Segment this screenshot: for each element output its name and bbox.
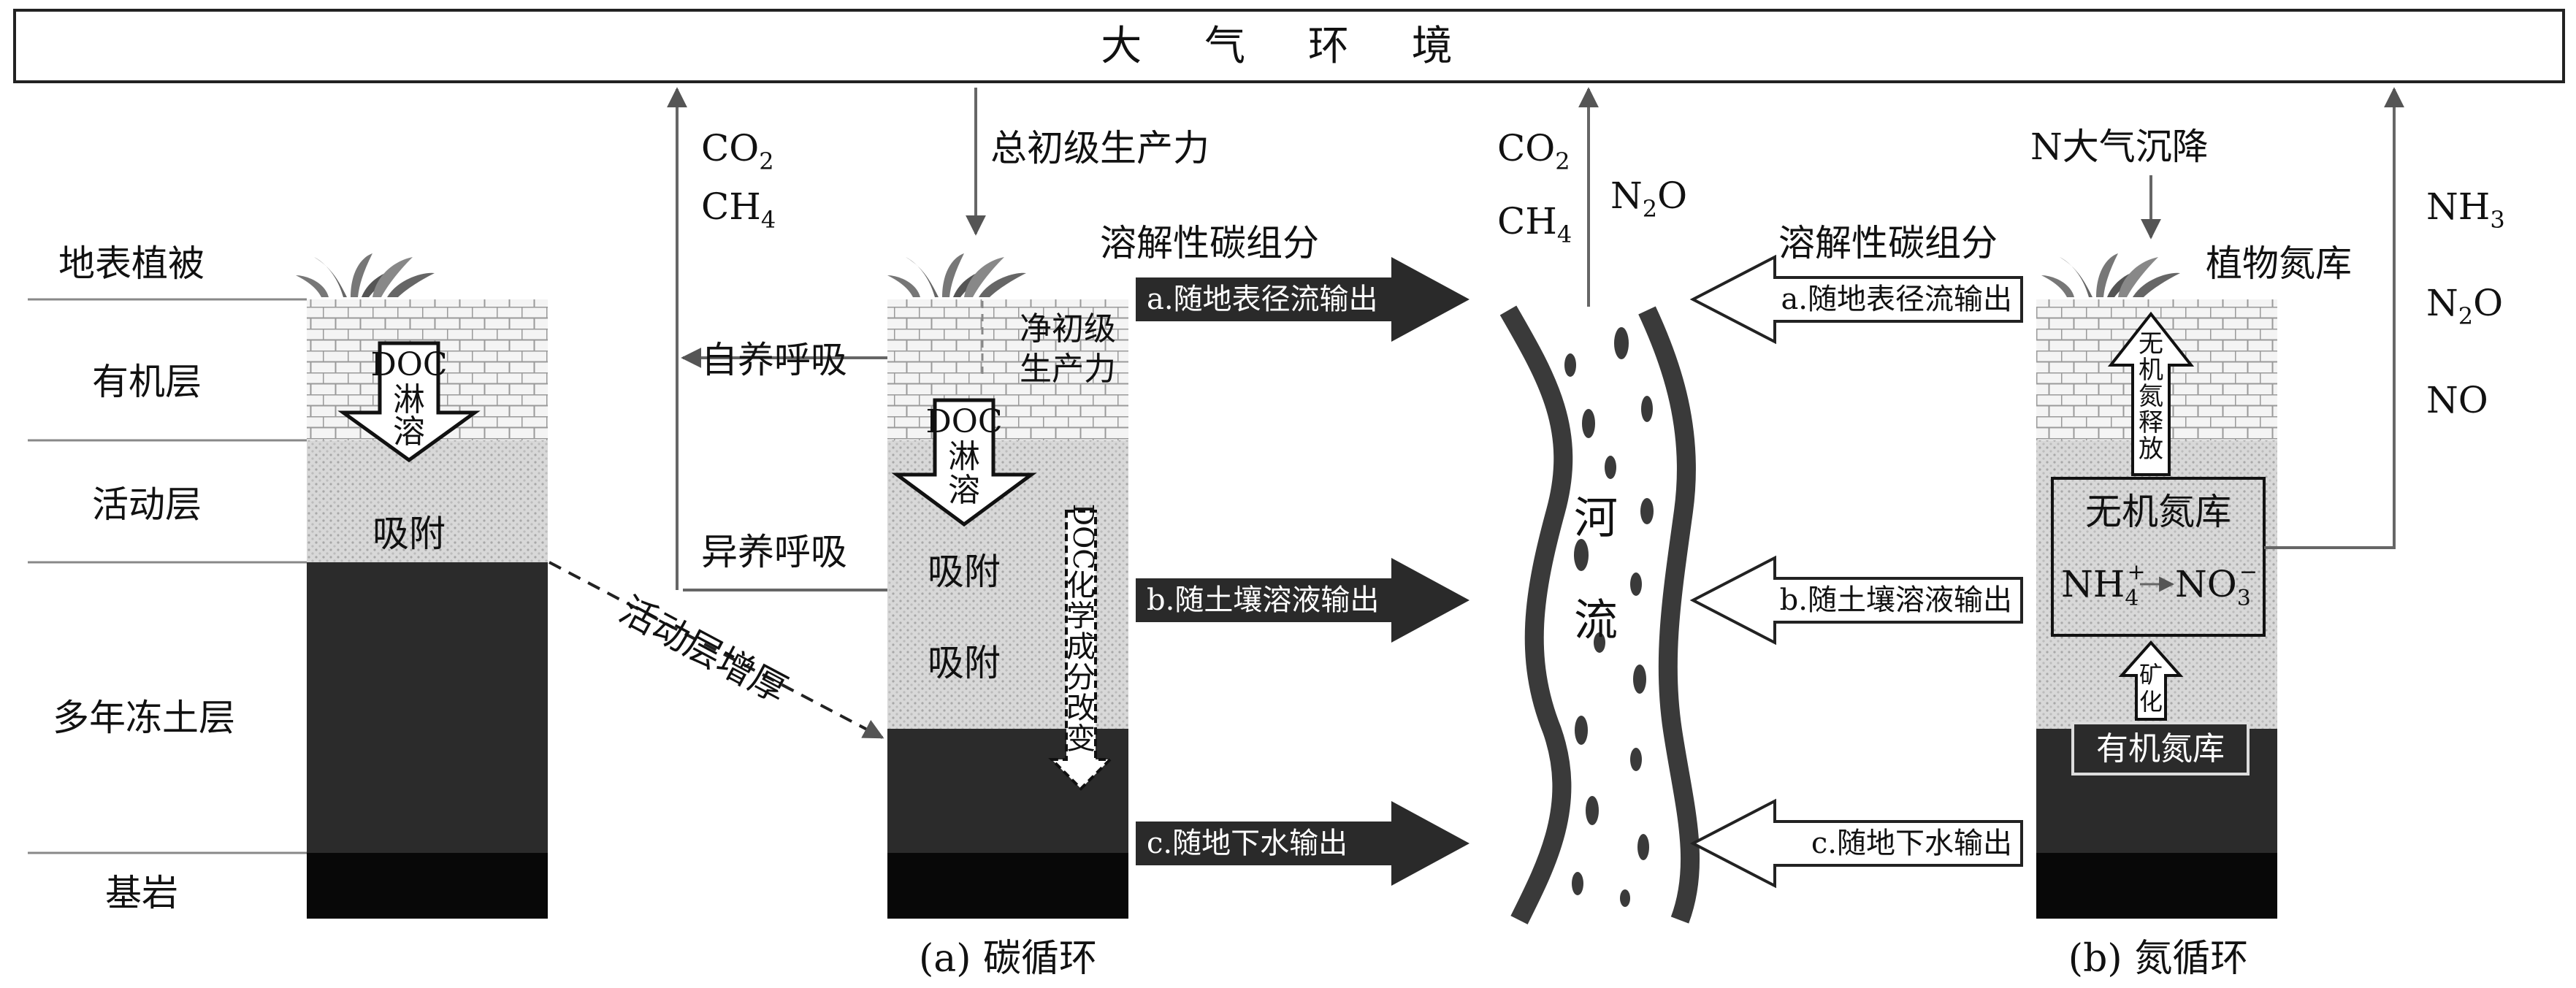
label-bedrock: 基岩 <box>105 872 178 914</box>
svg-text:化: 化 <box>1066 569 1096 602</box>
river-n2o-label: N2O <box>1610 175 1687 223</box>
svg-text:c.随地下水输出: c.随地下水输出 <box>1147 827 1348 860</box>
carbon-soil-profile <box>887 253 1128 919</box>
mineralization-arrow: 矿 化 <box>2118 640 2184 721</box>
svg-text:学: 学 <box>1066 600 1096 633</box>
label-npp-2: 生产力 <box>1020 351 1116 388</box>
label-npp-1: 净初级 <box>1020 310 1116 348</box>
label-carbon-adsorption-1: 吸附 <box>928 551 1001 593</box>
river-label-1: 河 <box>1574 493 1618 544</box>
label-organic-n-pool: 有机氮库 <box>2096 730 2225 767</box>
svg-text:放: 放 <box>2139 434 2163 464</box>
label-heterotrophic-respiration: 异养呼吸 <box>701 531 847 573</box>
label-permafrost: 多年冻土层 <box>53 697 235 739</box>
svg-text:改: 改 <box>1066 692 1096 725</box>
label-gas-no: NO <box>2426 379 2488 421</box>
svg-text:淋: 淋 <box>948 438 980 475</box>
label-left-adsorption: 吸附 <box>372 513 446 555</box>
svg-text:b.随土壤溶液输出: b.随土壤溶液输出 <box>1780 583 2012 617</box>
svg-text:无: 无 <box>2139 329 2163 359</box>
label-organic-layer: 有机层 <box>92 361 202 403</box>
label-plant-n-pool: 植物氮库 <box>2206 242 2352 285</box>
river-shape <box>1499 305 1700 924</box>
svg-text:成: 成 <box>1066 630 1096 664</box>
nitrogen-input-a-arrow: a.随地表径流输出 <box>1689 254 2023 345</box>
organic-n-pool-box <box>2071 721 2250 776</box>
caption-nitrogen-cycle: (b) 氮循环 <box>2068 937 2248 981</box>
carbon-doc-leaching-arrow: DOC 淋 溶 <box>891 398 1037 527</box>
svg-text:机: 机 <box>2139 356 2163 385</box>
river-co2-label: CO2 <box>1497 127 1570 175</box>
label-n-deposition: N大气沉降 <box>2030 126 2209 168</box>
label-carbon-adsorption-2: 吸附 <box>928 642 1001 684</box>
doc-composition-change-arrow: DOC 化 学 成 分 改 变 <box>1048 504 1114 791</box>
nitrogen-input-b-arrow: b.随土壤溶液输出 <box>1689 555 2023 646</box>
left-soil-profile <box>28 253 548 919</box>
inorganic-n-release-arrow: 无 机 氮 释 放 <box>2107 311 2195 476</box>
svg-text:溶: 溶 <box>393 413 425 451</box>
svg-text:DOC: DOC <box>1067 504 1099 570</box>
svg-text:矿: 矿 <box>2139 661 2163 689</box>
label-n-dissolved: 溶解性碳组分 <box>1778 222 1998 264</box>
carbon-co2-label: CO2 <box>701 127 774 175</box>
carbon-ch4-label: CH4 <box>701 185 776 234</box>
left-doc-leaching-arrow: DOC 淋 溶 <box>337 341 481 463</box>
inorganic-n-pool-box <box>2051 477 2266 637</box>
nitrogen-input-c-arrow: c.随地下水输出 <box>1689 798 2023 889</box>
label-surface-vegetation: 地表植被 <box>58 242 205 285</box>
svg-text:化: 化 <box>2139 688 2163 716</box>
label-carbon-dissolved: 溶解性碳组分 <box>1100 222 1319 264</box>
svg-text:淋: 淋 <box>393 381 425 418</box>
svg-text:DOC: DOC <box>370 346 447 383</box>
label-active-layer-thickening: 活动层增厚 <box>613 589 794 712</box>
label-gas-nh3: NH3 <box>2426 185 2505 234</box>
svg-text:a.随地表径流输出: a.随地表径流输出 <box>1781 283 2012 316</box>
river-ch4-label: CH4 <box>1497 200 1572 248</box>
label-nh4: NH4+ <box>2061 559 2146 611</box>
carbon-output-a-arrow: a.随地表径流输出 <box>1136 257 1469 342</box>
svg-text:释: 释 <box>2139 408 2163 437</box>
label-gas-n2o: N2O <box>2426 282 2503 330</box>
thickening-arrow <box>549 561 884 739</box>
label-active-layer: 活动层 <box>92 483 202 526</box>
atmosphere-box <box>13 9 2565 83</box>
carbon-gas-arrows <box>667 87 986 591</box>
river-label-2: 流 <box>1574 595 1618 646</box>
svg-text:DOC: DOC <box>925 403 1002 440</box>
n-gas-emission-arrow <box>2264 87 2404 549</box>
carbon-output-c-arrow: c.随地下水输出 <box>1136 801 1469 886</box>
svg-text:a.随地表径流输出: a.随地表径流输出 <box>1147 283 1378 316</box>
svg-text:变: 变 <box>1066 722 1096 756</box>
label-autotrophic-respiration: 自养呼吸 <box>701 339 847 381</box>
caption-carbon-cycle: (a) 碳循环 <box>919 937 1097 981</box>
atmosphere-title: 大 气 环 境 <box>1101 23 1477 70</box>
svg-text:分: 分 <box>1066 661 1096 694</box>
svg-text:溶: 溶 <box>948 472 980 509</box>
svg-text:氮: 氮 <box>2139 382 2163 411</box>
label-gpp: 总初级生产力 <box>990 127 1209 169</box>
svg-text:b.随土壤溶液输出: b.随土壤溶液输出 <box>1147 583 1379 617</box>
label-no3: NO3− <box>2175 559 2258 611</box>
label-inorganic-n-pool: 无机氮库 <box>2085 491 2231 533</box>
carbon-output-b-arrow: b.随土壤溶液输出 <box>1136 558 1469 643</box>
svg-text:c.随地下水输出: c.随地下水输出 <box>1811 827 2012 860</box>
